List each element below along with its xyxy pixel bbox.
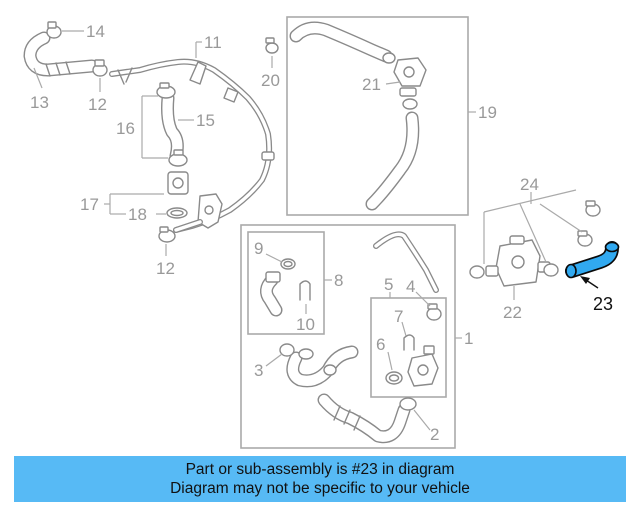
callout-21: 21 bbox=[362, 75, 381, 94]
box-1-assembly bbox=[240, 224, 456, 449]
parts-diagram: 14 13 12 11 20 16 15 17 18 12 21 19 9 8 … bbox=[23, 16, 620, 449]
pipe-box1 bbox=[373, 231, 439, 293]
o-ring-9 bbox=[280, 258, 296, 270]
clamp-24-d bbox=[585, 200, 601, 217]
footer-line-1: Part or sub-assembly is #23 in diagram bbox=[185, 461, 455, 478]
clamp-12-lower bbox=[158, 226, 176, 243]
hose-13 bbox=[23, 31, 99, 77]
callout-24: 24 bbox=[520, 175, 539, 194]
footer-banner: Part or sub-assembly is #23 in diagram D… bbox=[14, 456, 626, 502]
hose-2 bbox=[317, 393, 417, 444]
callout-23-highlighted: 23 bbox=[593, 294, 613, 314]
callout-19: 19 bbox=[478, 103, 497, 122]
hose-19-lower bbox=[365, 111, 420, 211]
callout-6: 6 bbox=[376, 335, 385, 354]
clamp-19-mid bbox=[402, 98, 418, 110]
box-5-subassembly bbox=[370, 297, 447, 398]
hose-23-highlighted[interactable] bbox=[565, 241, 620, 279]
connector-housing bbox=[173, 193, 223, 233]
callout-18: 18 bbox=[128, 205, 147, 224]
o-ring-18 bbox=[166, 207, 188, 219]
clip-7 bbox=[403, 334, 415, 351]
callout-10: 10 bbox=[296, 315, 315, 334]
valve-21 bbox=[382, 52, 427, 97]
callout-8: 8 bbox=[334, 271, 343, 290]
callout-5: 5 bbox=[384, 275, 393, 294]
callout-4: 4 bbox=[406, 277, 415, 296]
arrow-23 bbox=[580, 276, 599, 289]
callout-20: 20 bbox=[261, 71, 280, 90]
valve-5 bbox=[407, 345, 439, 387]
connector-8 bbox=[260, 271, 283, 317]
clamp-4 bbox=[426, 303, 442, 321]
box-8-subassembly bbox=[247, 231, 325, 335]
clamp-12-upper bbox=[92, 59, 108, 77]
callout-1: 1 bbox=[464, 329, 473, 348]
callout-11: 11 bbox=[204, 33, 222, 52]
clip-10 bbox=[299, 280, 311, 301]
callout-16: 16 bbox=[116, 119, 135, 138]
clamp-24-b bbox=[543, 263, 559, 277]
clamp-14 bbox=[46, 21, 62, 39]
clamp-20 bbox=[265, 37, 279, 54]
hose-19-upper bbox=[289, 21, 393, 63]
flange-17 bbox=[167, 171, 189, 195]
callout-12: 12 bbox=[156, 259, 175, 278]
box-19-assembly bbox=[286, 16, 469, 216]
clamp-24-c bbox=[577, 230, 593, 247]
callout-14: 14 bbox=[86, 22, 105, 41]
callout-9: 9 bbox=[254, 239, 263, 258]
clamp-16-lower bbox=[168, 149, 188, 167]
callout-13: 13 bbox=[30, 93, 49, 112]
valve-22 bbox=[485, 235, 551, 287]
footer-line-2: Diagram may not be specific to your vehi… bbox=[170, 480, 470, 497]
o-ring-6 bbox=[385, 371, 403, 385]
clamp-16-upper bbox=[156, 82, 176, 99]
callout-17: 17 bbox=[80, 195, 99, 214]
hose-15 bbox=[161, 91, 184, 163]
callout-12: 12 bbox=[88, 95, 107, 114]
callout-2: 2 bbox=[430, 425, 439, 444]
callout-7: 7 bbox=[394, 307, 403, 326]
hose-3 bbox=[279, 343, 359, 388]
pipe-11 bbox=[109, 58, 275, 233]
callout-15: 15 bbox=[196, 111, 215, 130]
leader-lines bbox=[33, 30, 583, 431]
callout-22: 22 bbox=[503, 303, 522, 322]
clamp-24-a bbox=[469, 265, 485, 279]
callout-3: 3 bbox=[254, 361, 263, 380]
